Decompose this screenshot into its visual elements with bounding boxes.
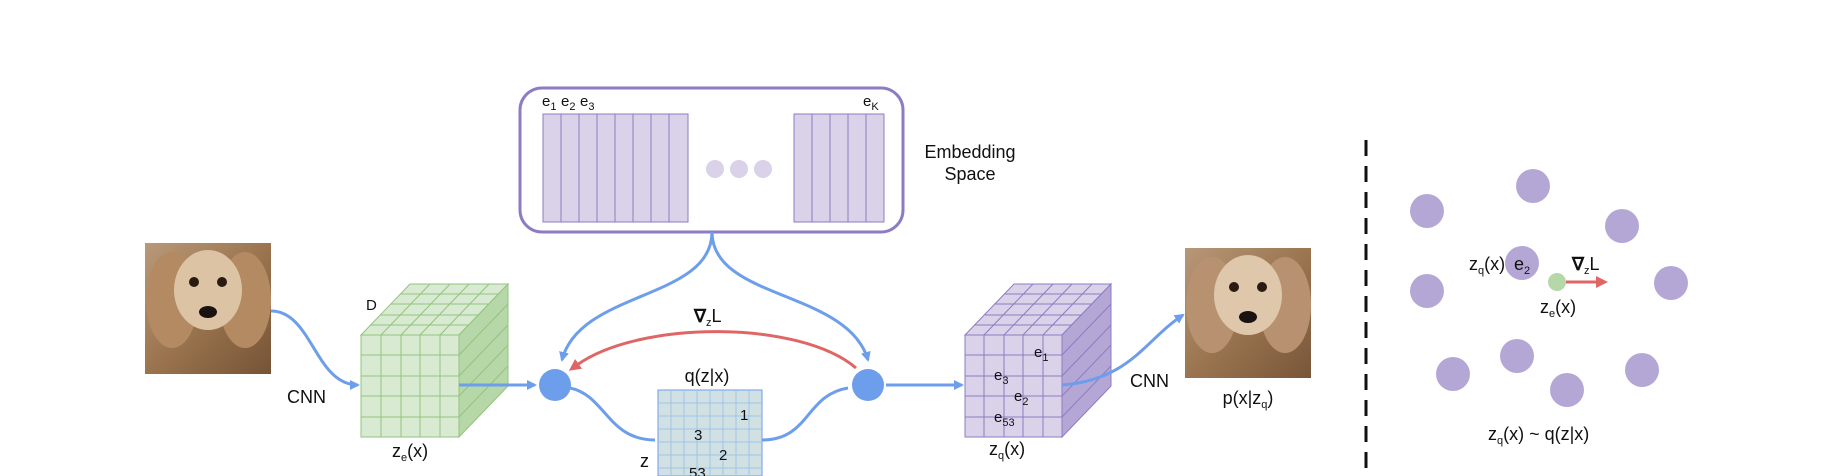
zq-label: zq(x)	[989, 439, 1025, 462]
right-bottom-label: zq(x) ~ q(z|x)	[1488, 424, 1589, 447]
ellipsis-dot-2	[730, 160, 748, 178]
posterior-cell-4: 53	[689, 465, 706, 476]
gradient-label: ∇zL	[693, 306, 722, 329]
embedding-point	[1410, 194, 1444, 228]
embedding-point	[1625, 353, 1659, 387]
posterior-grid: 1 3 2 53	[657, 389, 763, 476]
embedding-point-e2	[1505, 246, 1539, 280]
decoder-cnn-label: CNN	[1130, 371, 1169, 391]
encoder-cnn-label: CNN	[287, 387, 326, 407]
posterior-cell-1: 1	[740, 407, 748, 424]
quantized-cell-e2: e2	[1014, 388, 1028, 408]
decoder-cnn-arrow	[1061, 313, 1185, 387]
embedding-point	[1410, 274, 1444, 308]
right-node	[852, 369, 884, 401]
ze-point	[1548, 273, 1566, 291]
embedding-point	[1605, 209, 1639, 243]
quantized-cell-e1: e1	[1034, 344, 1048, 364]
left-node	[539, 369, 571, 401]
posterior-to-node-arrow	[761, 386, 849, 442]
right-gradient-label: ∇zL	[1571, 254, 1600, 277]
e3-label: e3	[580, 93, 594, 113]
quantized-cube: e1 e3 e2 e53	[963, 282, 1113, 439]
gradient-arrow	[568, 330, 857, 371]
output-dog-image	[1185, 248, 1311, 378]
quantized-cell-e3: e3	[994, 367, 1008, 387]
embedding-point	[1654, 266, 1688, 300]
codebook-block-left	[542, 113, 689, 223]
right-e2-label: e2	[1514, 254, 1530, 277]
e2-label: e2	[561, 93, 575, 113]
ellipsis-dot-1	[706, 160, 724, 178]
depth-label: D	[366, 297, 377, 314]
eK-label: eK	[863, 93, 879, 113]
encoder-cnn-arrow	[270, 309, 360, 390]
embedding-space-box: e1 e2 e3 eK	[518, 86, 905, 234]
posterior-cell-2: 3	[694, 427, 702, 444]
embedding-label-line1: Embedding	[924, 142, 1015, 162]
quantized-cell-e53: e53	[994, 409, 1015, 429]
right-ze-label: ze(x)	[1540, 297, 1576, 320]
embed-to-left-node-arrow	[559, 231, 714, 362]
embedding-points	[1410, 169, 1688, 407]
codebook-block-right	[793, 113, 885, 223]
embed-to-right-node-arrow	[710, 231, 871, 362]
e1-label: e1	[542, 93, 556, 113]
embedding-point	[1550, 373, 1584, 407]
embedding-point	[1516, 169, 1550, 203]
right-zq-label: zq(x)	[1469, 254, 1505, 277]
node-to-posterior-arrow	[569, 386, 656, 442]
decoder-output-label: p(x|zq)	[1223, 388, 1274, 411]
posterior-z-label: z	[640, 451, 649, 471]
embedding-label-line2: Space	[944, 164, 995, 184]
embedding-point	[1436, 357, 1470, 391]
posterior-title: q(z|x)	[685, 366, 730, 386]
embedding-point	[1500, 339, 1534, 373]
ze-label: ze(x)	[392, 441, 428, 464]
posterior-cell-3: 2	[719, 447, 727, 464]
encoder-output-cube	[359, 282, 510, 439]
ellipsis-dot-3	[754, 160, 772, 178]
input-dog-image	[145, 243, 271, 374]
